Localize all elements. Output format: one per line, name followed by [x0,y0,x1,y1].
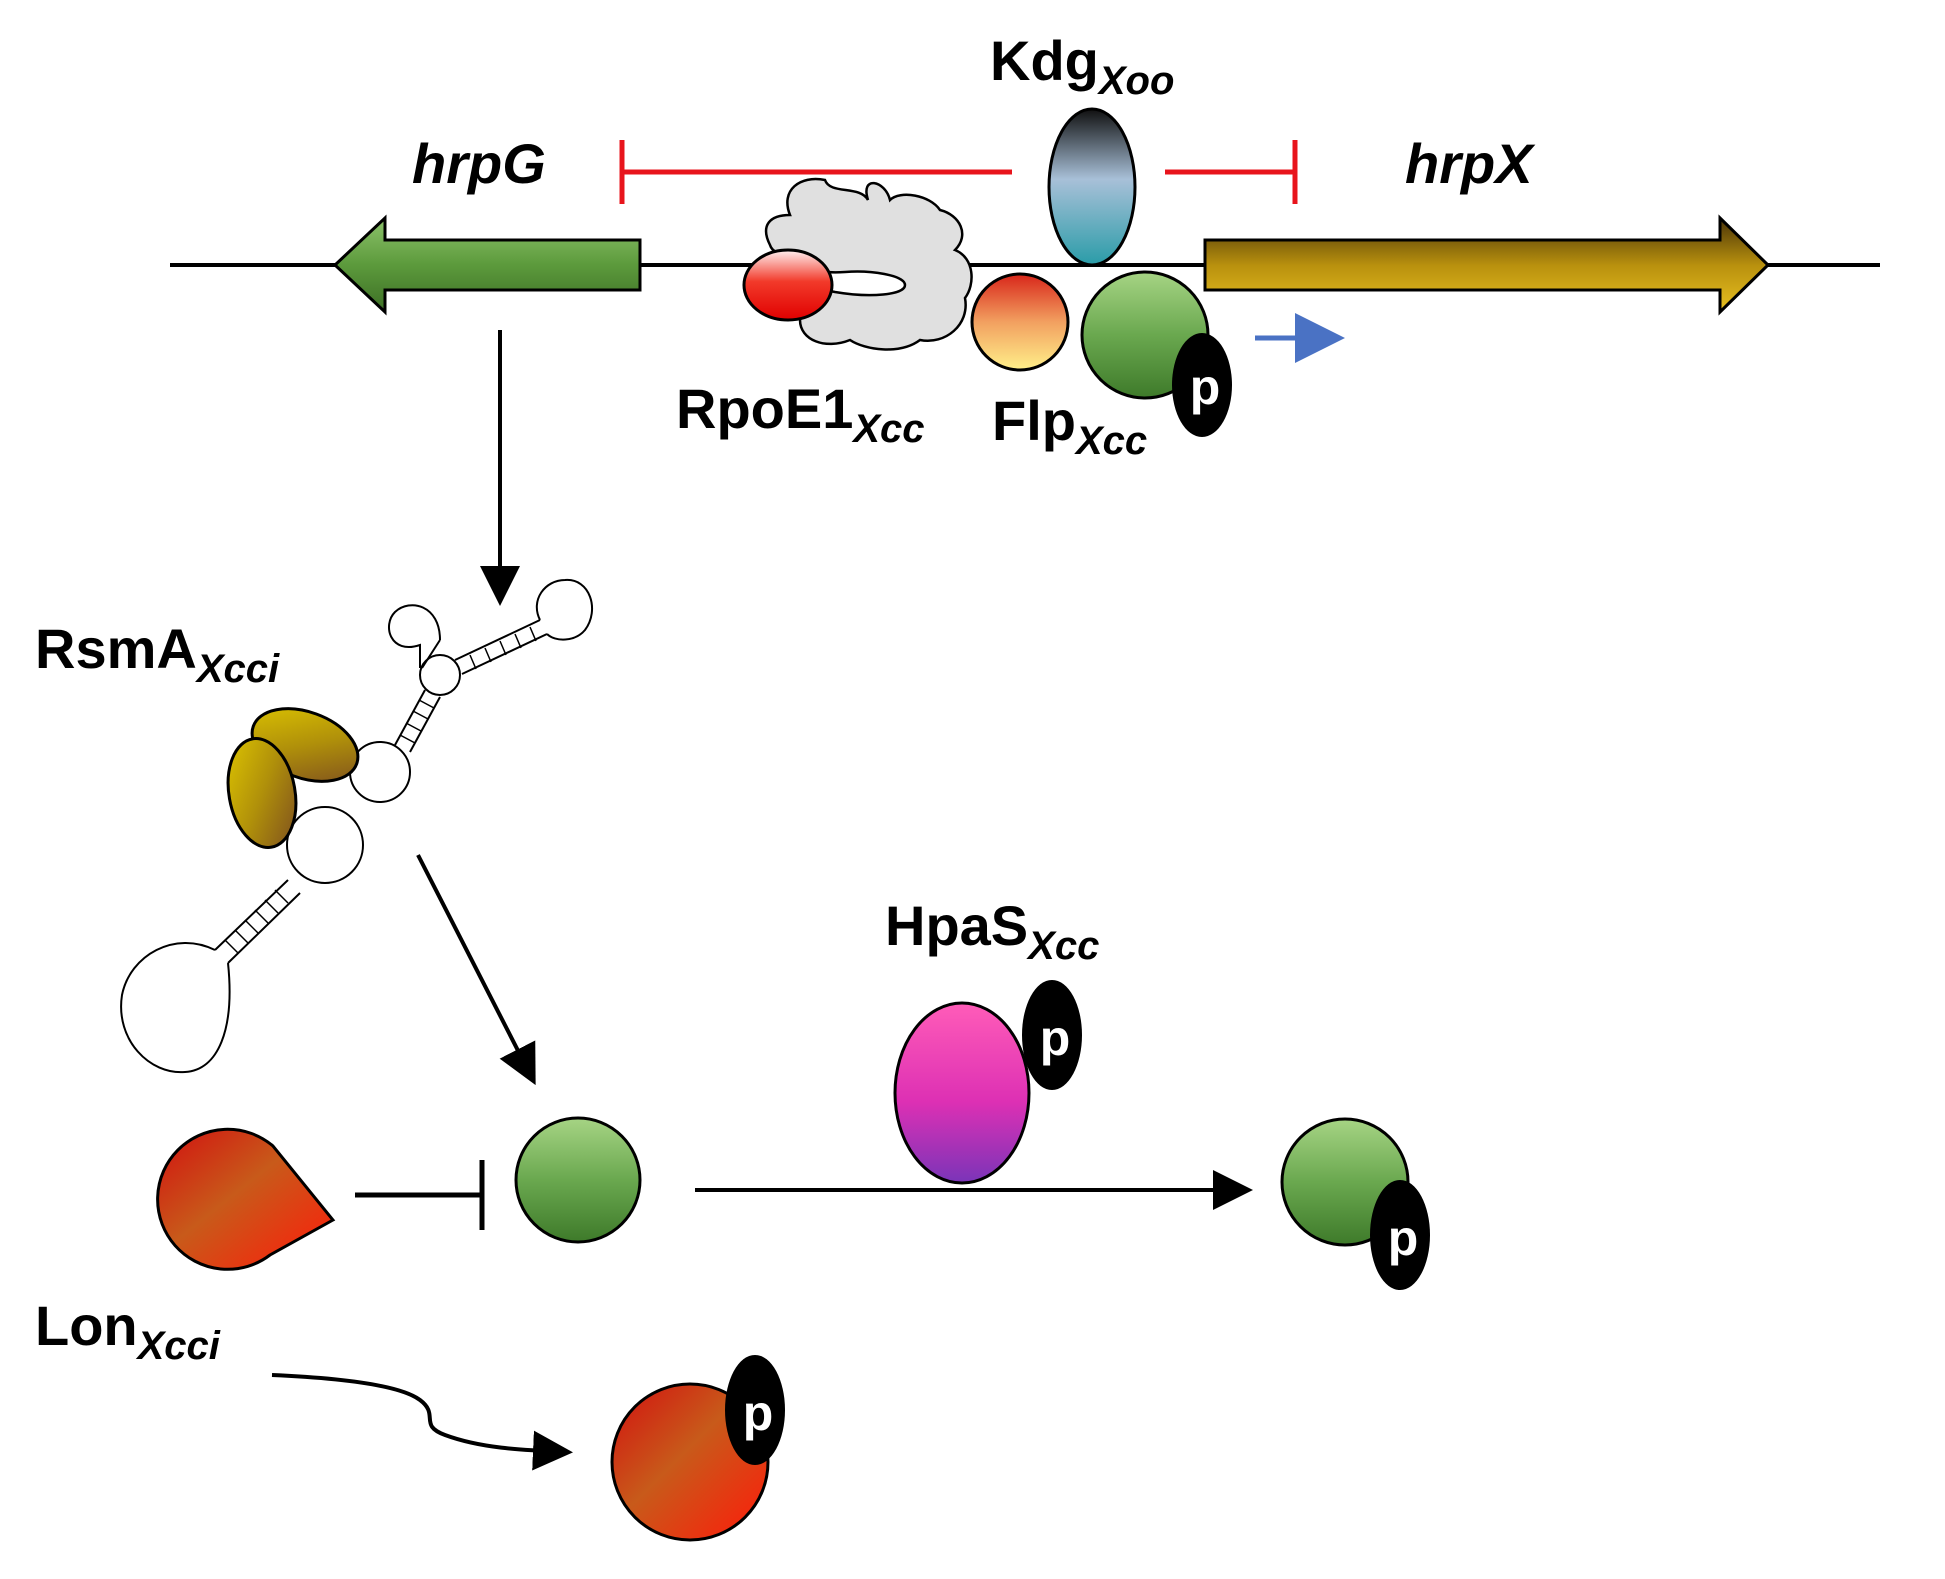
rsma-label: RsmAXcci [35,617,280,691]
hrpG-label: hrpG [412,132,546,195]
lon-protease [156,1127,336,1271]
kdg-protein [1047,107,1137,267]
phospho-badge-label: p [1190,359,1221,415]
lon-phospho-badge [725,1355,785,1465]
hpas-phospho-label: p [1040,1010,1071,1066]
flp-product-phospho-label: p [1388,1210,1419,1266]
hrpX-label: hrpX [1405,132,1536,195]
rsma-protein-2 [226,737,298,849]
hrpG-gene-arrow [332,214,642,316]
flp-protein-unphosphorylated [970,272,1070,372]
kdg-repression-hrpX [1165,140,1298,204]
phospho-badge [1172,333,1232,437]
lon-label: LonXcci [35,1294,221,1368]
hpas-kinase [893,1001,1031,1185]
kdg-label: KdgXoo [990,29,1174,103]
flp-protein-free [514,1116,642,1244]
lon-autophosphorylation-arrow [271,1373,573,1471]
lon-phospho-label: p [743,1385,774,1441]
rsmA-to-flp-arrow [416,854,536,1086]
hpas-label: HpaSXcc [885,894,1099,968]
rna-hairpin-structure [120,578,594,1074]
lon-inhibits-flp [355,1160,485,1230]
flp-product-phospho-badge [1370,1180,1430,1290]
flp-label: FlpXcc [992,389,1147,463]
hrpX-gene-arrow [1203,214,1771,316]
rpoe1-label: RpoE1Xcc [676,377,925,451]
rpoe1-protein [742,248,834,322]
kdg-repression-hrpG [619,140,1012,204]
hpas-phospho-badge [1022,980,1082,1090]
